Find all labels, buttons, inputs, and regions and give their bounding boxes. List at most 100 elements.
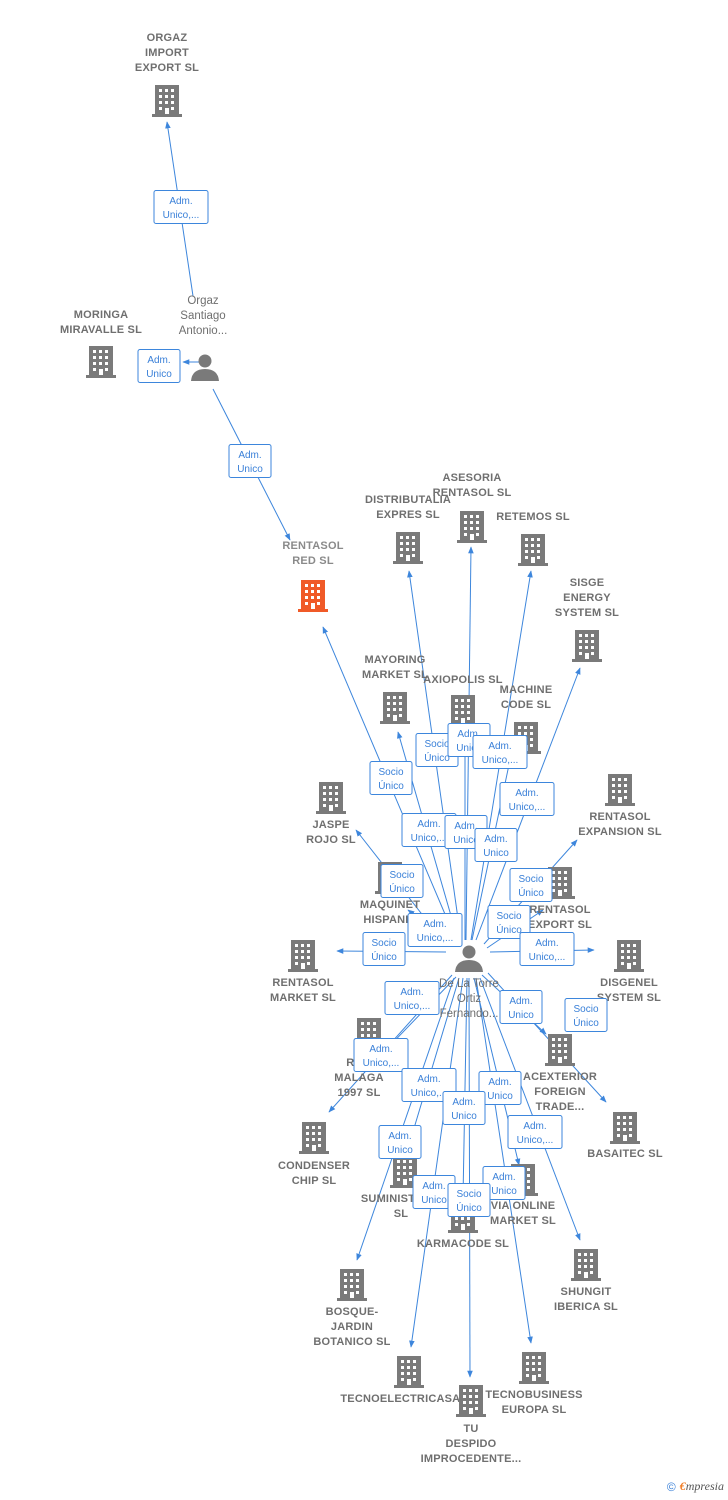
node-label: Ortiz (457, 993, 482, 1005)
node-tu-despido[interactable]: TUDESPIDOIMPROCEDENTE... (421, 1385, 522, 1465)
edge-role-badge[interactable]: Adm.Unico (378, 1125, 422, 1159)
edge-role-badge[interactable]: Adm.Unico,... (401, 1068, 457, 1102)
node-label: EUROPA SL (502, 1404, 567, 1416)
node-label: EXPRES SL (376, 509, 440, 521)
node-label: Orgaz (187, 295, 219, 307)
building-icon (299, 1122, 329, 1154)
edge-role-text: Adm. (523, 1121, 546, 1132)
edge-role-badge[interactable]: Adm.Unico (474, 828, 518, 862)
edge-role-text: Socio (424, 739, 449, 750)
node-tecnobusiness[interactable]: TECNOBUSINESS EUROPA SL (485, 1352, 582, 1416)
edge-role-text: Socio (573, 1004, 598, 1015)
edge-role-text: Adm. (454, 821, 477, 832)
building-icon (288, 940, 318, 972)
edge-role-badge[interactable]: Adm.Unico (137, 349, 181, 383)
node-retemos[interactable]: RETEMOS SL (496, 511, 570, 566)
edge-labels-layer: Adm.Unico,...Adm.UnicoAdm.UnicoSocioÚnic… (137, 190, 608, 1217)
edge-role-badge[interactable]: Adm.Unico,... (499, 782, 555, 816)
node-tecnoelectricasa[interactable]: TECNOELECTRICASA SL (340, 1356, 477, 1405)
edge-role-text: Unico,... (163, 210, 200, 221)
edge-role-badge[interactable]: Adm.Unico (228, 444, 272, 478)
edge-de_la_torre-to-shungit (479, 977, 581, 1241)
edge-role-badge[interactable]: Adm.Unico,... (519, 932, 575, 966)
node-label: RED SL (292, 555, 334, 567)
edge-role-text: Unico,... (417, 933, 454, 944)
edge-role-text: Unico,... (529, 952, 566, 963)
node-acexterior[interactable]: ACEXTERIORFOREIGNTRADE... (523, 1034, 597, 1113)
edge-role-text: Unico,... (509, 802, 546, 813)
node-label: TECNOBUSINESS (485, 1389, 582, 1401)
building-icon (456, 1385, 486, 1417)
edge-role-badge[interactable]: Adm.Unico,... (472, 735, 528, 769)
node-axiopolis[interactable]: AXIOPOLIS SL (423, 674, 503, 727)
edge-role-badge[interactable]: Adm.Unico (482, 1166, 526, 1200)
edge-de_la_torre-to-tecnoelectricasa (409, 977, 464, 1348)
building-icon (337, 1269, 367, 1301)
node-de-la-torre[interactable]: De La TorreOrtizFernando... (439, 945, 499, 1021)
node-label: MARKET SL (490, 1215, 556, 1227)
building-icon (614, 940, 644, 972)
edge-role-badge[interactable]: Adm.Unico (412, 1175, 456, 1209)
edge-role-badge[interactable]: Adm.Unico (499, 990, 543, 1024)
footer-brand[interactable]: © €mpresia (667, 1479, 724, 1494)
building-icon (390, 1156, 420, 1188)
node-label: ACEXTERIOR (523, 1071, 597, 1083)
node-label: Santiago (180, 310, 225, 322)
edge-role-text: Adm. (417, 1074, 440, 1085)
node-basaitec[interactable]: BASAITEC SL (587, 1112, 663, 1160)
building-icon (457, 511, 487, 543)
edge-role-text: Adm. (488, 741, 511, 752)
node-label: TU (463, 1423, 478, 1435)
edge-role-text: Unico (491, 1186, 517, 1197)
node-label: CHIP SL (292, 1175, 337, 1187)
edge-role-badge[interactable]: Adm. Unico,... (507, 1115, 563, 1149)
node-label: Fernando... (440, 1008, 499, 1020)
edge-role-badge[interactable]: Adm.Unico,... (153, 190, 209, 224)
node-label: MORINGA (74, 309, 129, 321)
edge-role-text: Unico,... (517, 1135, 554, 1146)
node-orgaz-santiago[interactable]: OrgazSantiagoAntonio... (179, 295, 228, 381)
building-icon (380, 692, 410, 724)
edge-role-text: Adm. (484, 834, 507, 845)
node-label: MAYORING (364, 654, 425, 666)
edge-de_la_torre-to-tu_despido (467, 977, 473, 1378)
node-label: MALAGA (334, 1072, 383, 1084)
edge-de_la_torre-to-tecnobusiness (475, 977, 533, 1344)
node-label: BOSQUE- (326, 1306, 379, 1318)
edge-role-badge[interactable]: Adm.Unico (478, 1071, 522, 1105)
node-label: TRADE... (536, 1101, 585, 1113)
node-label: VIA ONLINE (491, 1200, 556, 1212)
edge-role-badge[interactable]: Adm.Unico,... (407, 913, 463, 947)
edge-role-badge[interactable]: Adm.Unico (442, 1091, 486, 1125)
node-label: RENTASOL (589, 811, 650, 823)
edge-role-badge[interactable]: Adm.Unico,... (353, 1038, 409, 1072)
node-label: EXPORT SL (135, 62, 199, 74)
node-label: ASESORIA (442, 472, 501, 484)
node-label: BOTANICO SL (313, 1336, 390, 1348)
edge-role-text: Adm. (400, 987, 423, 998)
node-label: TECNOELECTRICASA SL (340, 1393, 477, 1405)
edge-role-badge[interactable]: Adm.Unico,... (384, 981, 440, 1015)
